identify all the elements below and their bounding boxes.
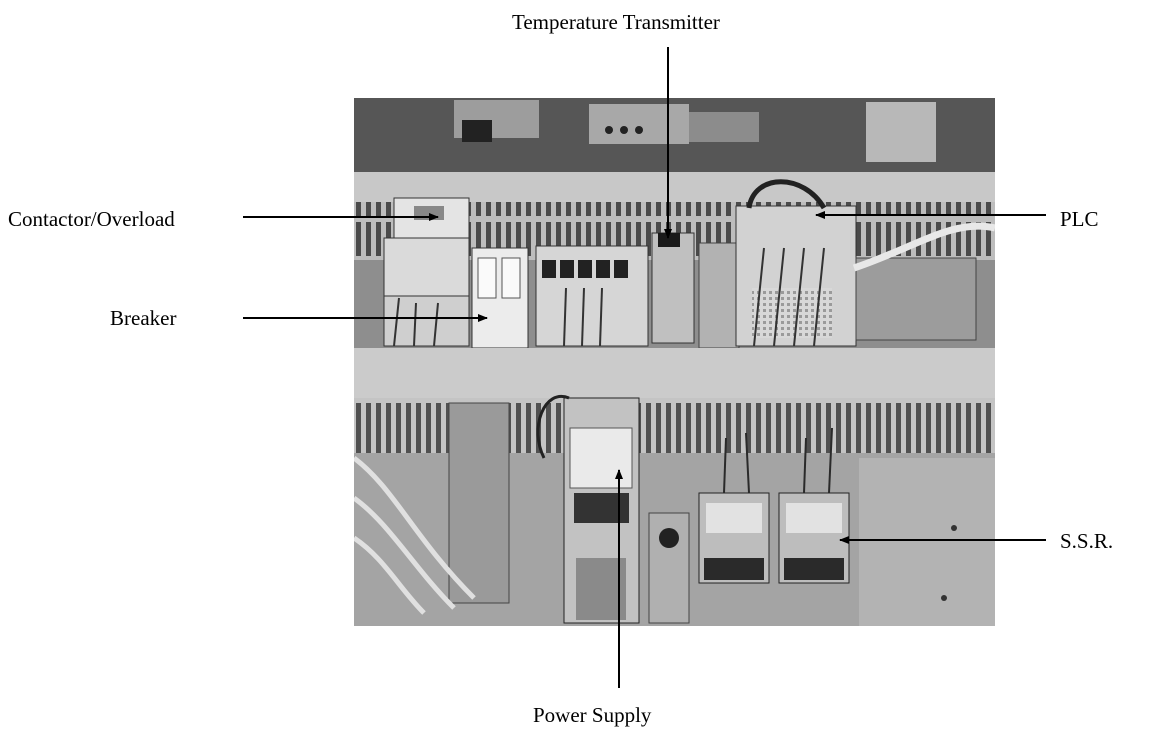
ssr-label: S.S.R.	[1060, 529, 1114, 553]
contactor-overload-label: Contactor/Overload	[8, 207, 175, 231]
breaker-label: Breaker	[110, 306, 177, 330]
control-panel-photo	[354, 98, 995, 626]
temperature-transmitter-label: Temperature Transmitter	[512, 10, 720, 34]
power-supply-label: Power Supply	[533, 703, 652, 727]
plc-label: PLC	[1060, 207, 1099, 231]
